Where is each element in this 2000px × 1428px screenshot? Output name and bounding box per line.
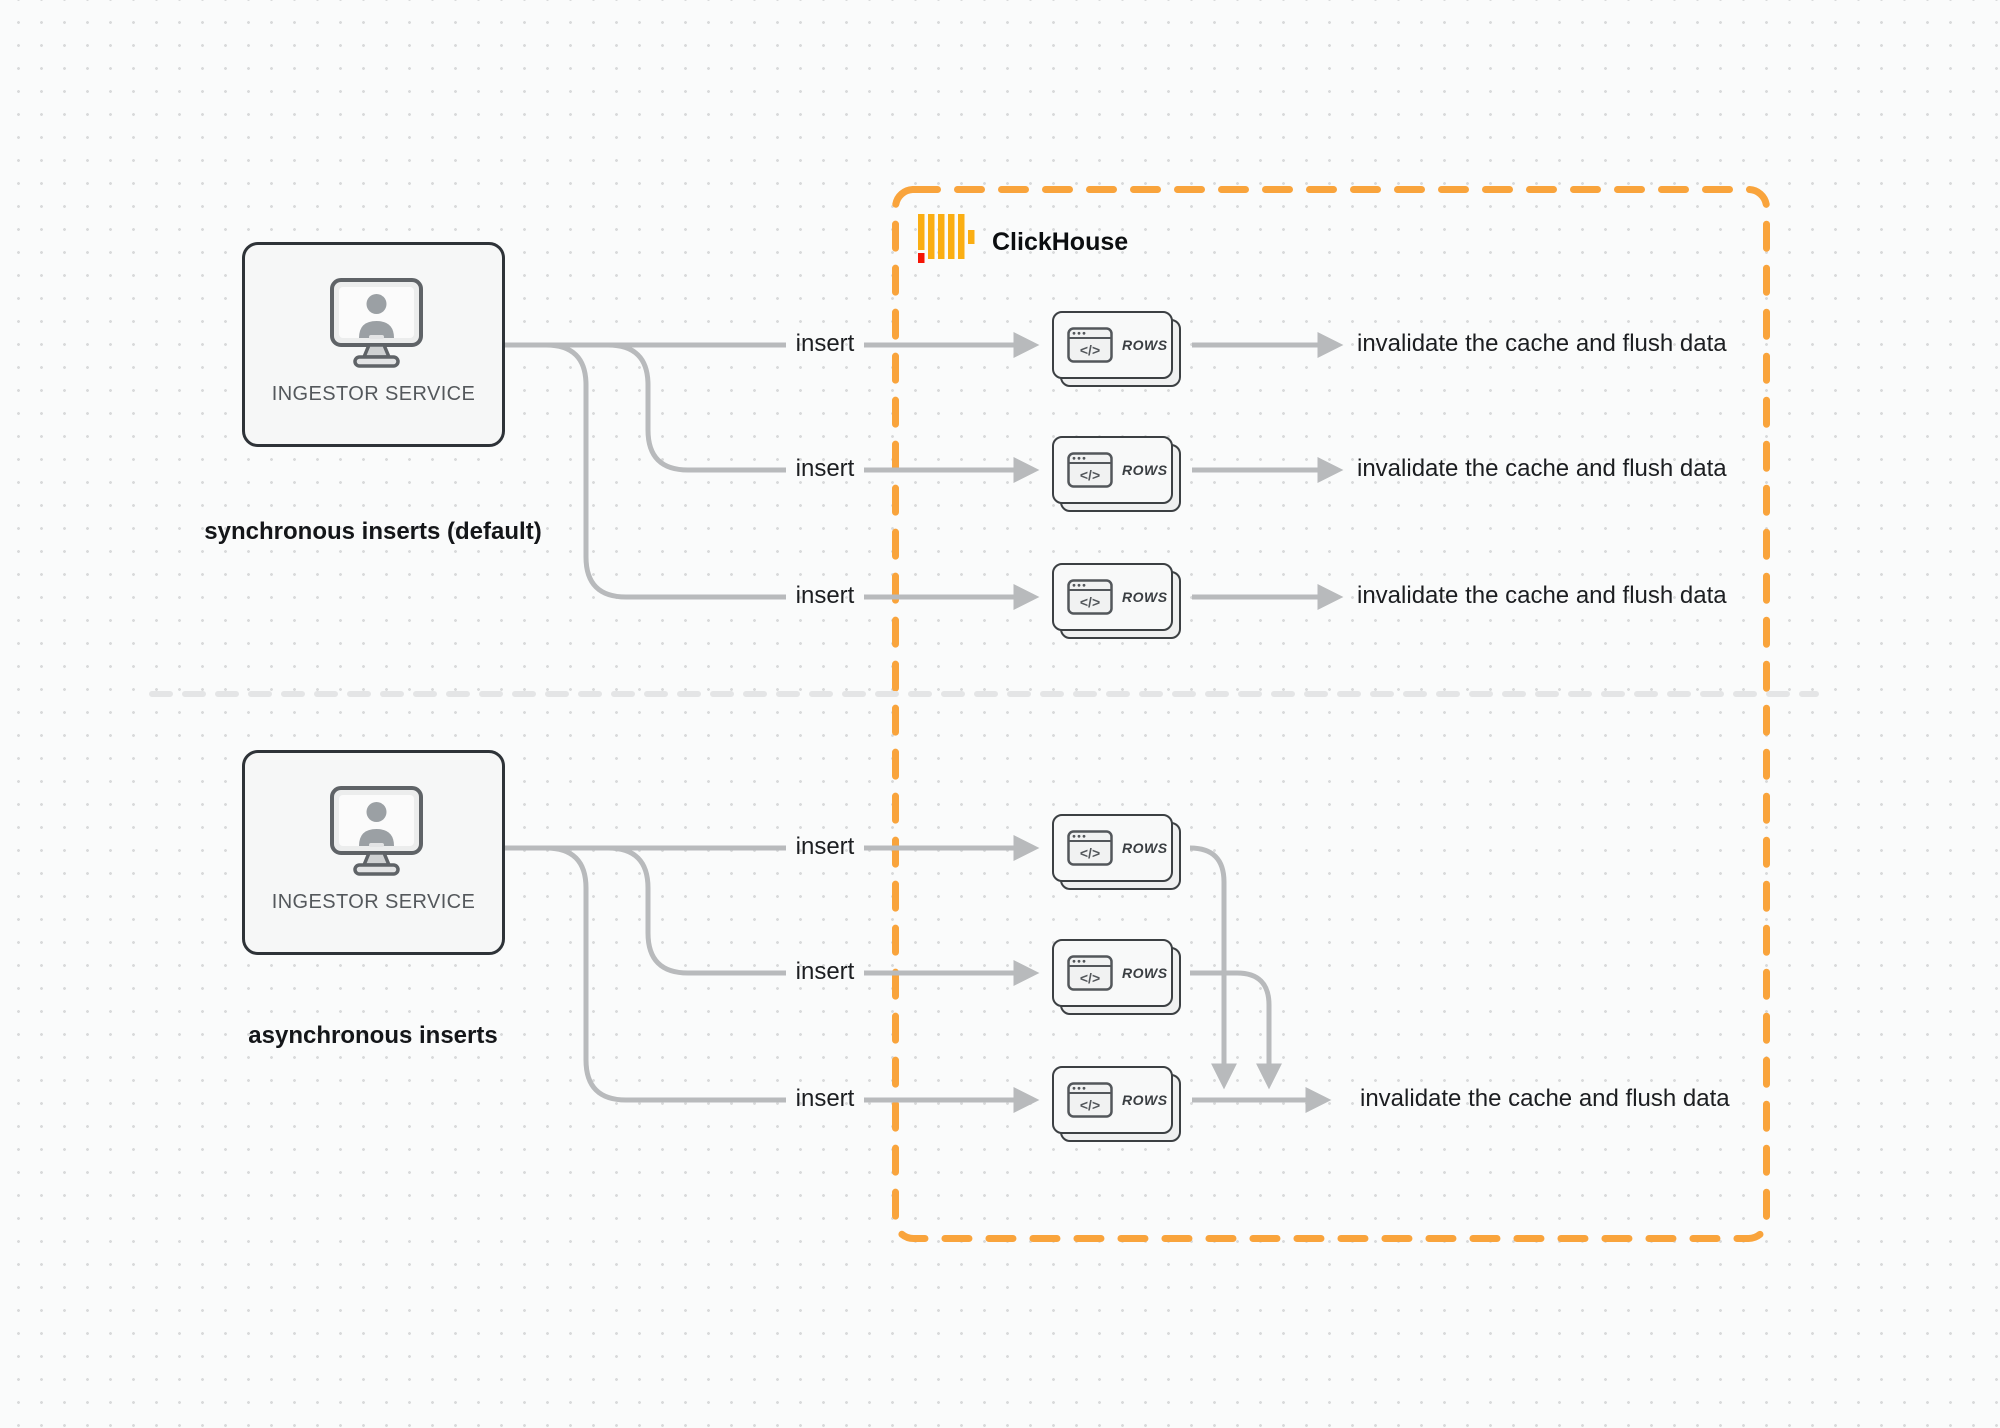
async-rows-card-2: </> ROWS (1052, 939, 1181, 1015)
rows-card-label: ROWS (1122, 840, 1168, 856)
sync-result-label-2: invalidate the cache and flush data (1357, 455, 1727, 482)
sync-ingestor-service-box: INGESTOR SERVICE (242, 242, 505, 447)
async-branch-2 (505, 845, 786, 976)
clickhouse-title: ClickHouse (992, 228, 1129, 256)
rows-card-label: ROWS (1122, 965, 1168, 981)
async-insert-label-2: insert (795, 958, 855, 985)
async-ingestor-service-label: INGESTOR SERVICE (271, 891, 476, 913)
sync-rows-card-2: </> ROWS (1052, 436, 1181, 512)
async-rows-card-3: </> ROWS (1052, 1066, 1181, 1142)
sync-insert-label-1: insert (795, 330, 855, 357)
sync-rows-card-1: </> ROWS (1052, 311, 1181, 387)
code-window-icon: </> (1067, 955, 1113, 991)
rows-card-label: ROWS (1122, 337, 1168, 353)
async-rows-card-1: </> ROWS (1052, 814, 1181, 890)
async-ingestor-service-box: INGESTOR SERVICE (242, 750, 505, 955)
sync-result-label-3: invalidate the cache and flush data (1357, 582, 1727, 609)
svg-text:</>: </> (1080, 970, 1100, 986)
async-converge-arrow-2 (1190, 970, 1282, 1090)
monitor-user-icon (330, 786, 423, 876)
sync-branch-3 (505, 342, 786, 600)
async-converge-arrow-1 (1189, 845, 1237, 1090)
code-window-icon: </> (1067, 579, 1113, 615)
code-window-icon: </> (1067, 830, 1113, 866)
sync-branch-2 (505, 342, 786, 473)
svg-text:</>: </> (1080, 594, 1100, 610)
svg-text:</>: </> (1080, 1097, 1100, 1113)
svg-text:</>: </> (1080, 845, 1100, 861)
rows-card-label: ROWS (1122, 1092, 1168, 1108)
async-insert-label-3: insert (795, 1085, 855, 1112)
code-window-icon: </> (1067, 327, 1113, 363)
sync-result-label-1: invalidate the cache and flush data (1357, 330, 1727, 357)
async-caption: asynchronous inserts (248, 1022, 498, 1049)
sync-caption: synchronous inserts (default) (204, 518, 542, 545)
code-window-icon: </> (1067, 1082, 1113, 1118)
sync-ingestor-service-label: INGESTOR SERVICE (271, 383, 476, 405)
sync-rows-card-3: </> ROWS (1052, 563, 1181, 639)
rows-card-label: ROWS (1122, 589, 1168, 605)
clickhouse-logo-icon (918, 214, 975, 263)
rows-card-label: ROWS (1122, 462, 1168, 478)
sync-insert-label-2: insert (795, 455, 855, 482)
svg-text:</>: </> (1080, 342, 1100, 358)
svg-text:</>: </> (1080, 467, 1100, 483)
async-result-label: invalidate the cache and flush data (1360, 1085, 1730, 1112)
monitor-user-icon (330, 278, 423, 368)
sync-insert-label-3: insert (795, 582, 855, 609)
async-insert-label-1: insert (795, 833, 855, 860)
code-window-icon: </> (1067, 452, 1113, 488)
async-branch-3 (505, 845, 786, 1103)
